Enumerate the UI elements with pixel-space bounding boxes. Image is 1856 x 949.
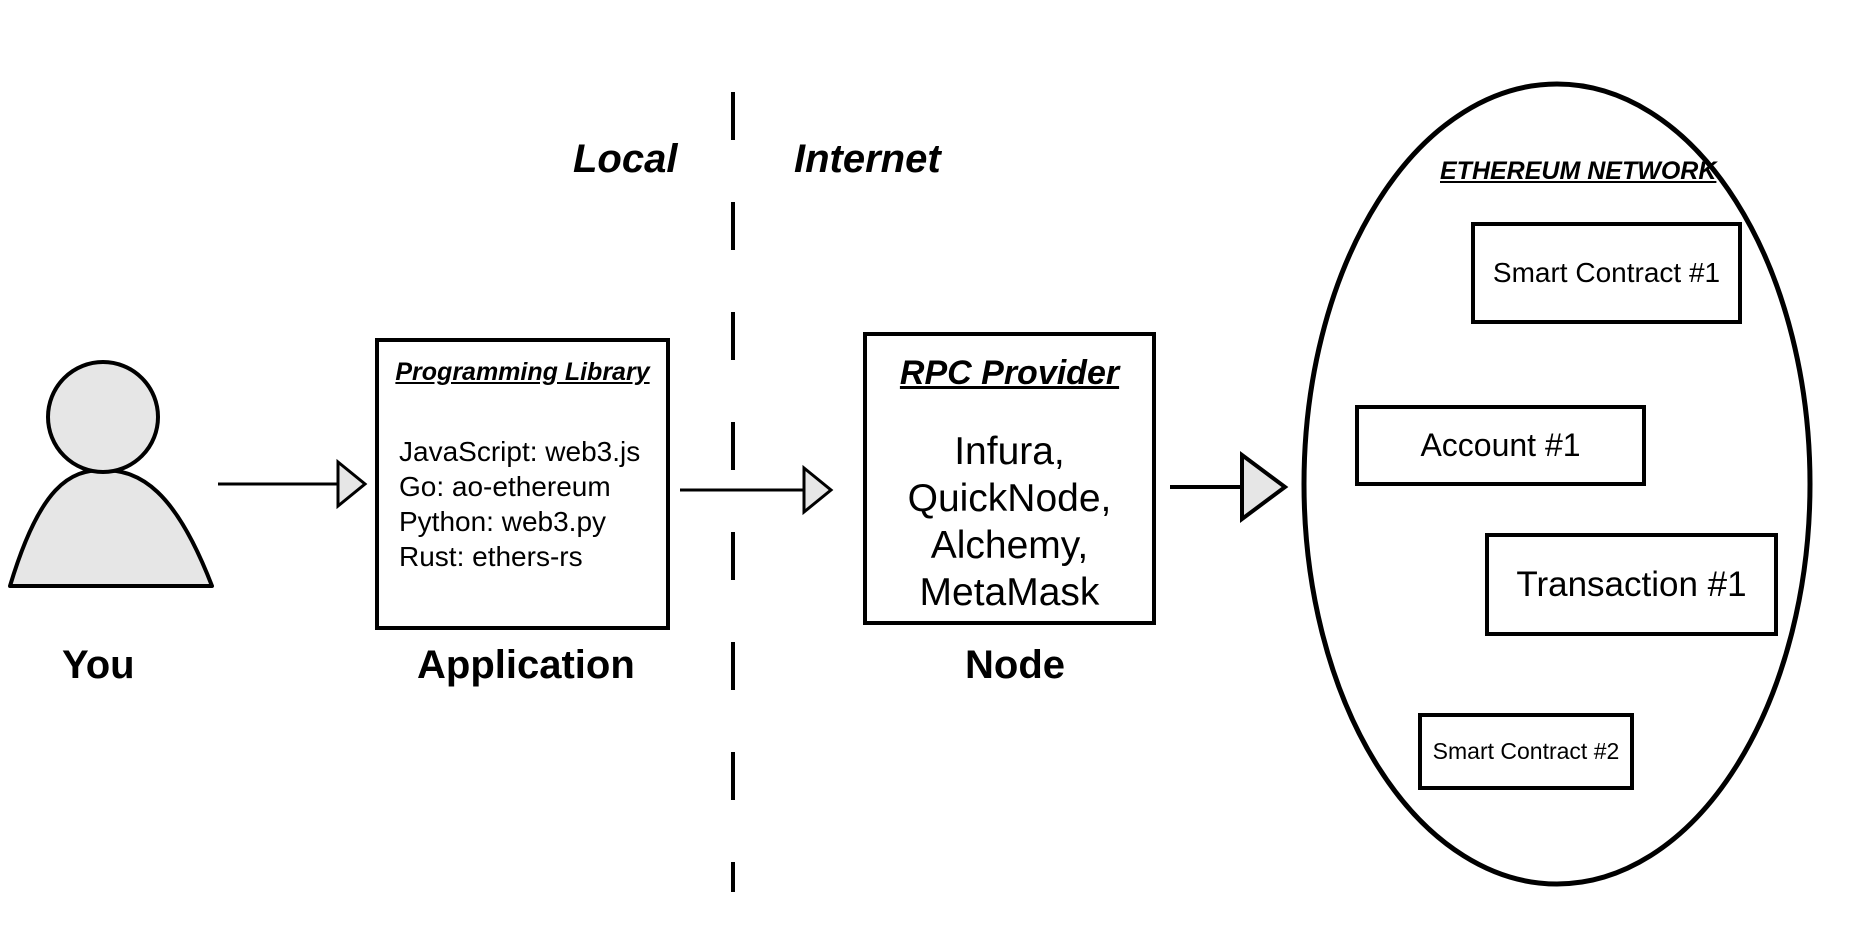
account-1-box: Account #1 — [1355, 405, 1646, 486]
rpc-provider-heading: RPC Provider — [899, 354, 1120, 392]
library-item: JavaScript: web3.js — [399, 436, 641, 467]
provider-list: Infura, QuickNode, Alchemy, MetaMask — [867, 428, 1152, 616]
provider-item: MetaMask — [919, 571, 1100, 614]
provider-item: Alchemy, — [930, 524, 1089, 567]
user-person-icon — [8, 360, 214, 588]
arrow-app-to-node — [680, 464, 834, 516]
node-label: Node — [965, 643, 1065, 687]
library-item: Go: ao-ethereum — [399, 471, 611, 502]
provider-item: QuickNode, — [907, 477, 1112, 520]
library-item: Python: web3.py — [399, 506, 607, 537]
arrow-user-to-app — [218, 458, 368, 510]
transaction-1-label: Transaction #1 — [1516, 564, 1747, 604]
application-box: Programming Library JavaScript: web3.js … — [375, 338, 670, 630]
library-item: Rust: ethers-rs — [399, 541, 583, 572]
transaction-1-box: Transaction #1 — [1485, 533, 1778, 636]
user-label: You — [62, 643, 135, 687]
programming-library-heading: Programming Library — [395, 358, 650, 386]
library-list: JavaScript: web3.js Go: ao-ethereum Pyth… — [399, 434, 640, 574]
application-label: Application — [417, 643, 635, 687]
zone-label-local: Local — [573, 137, 678, 181]
smart-contract-2-box: Smart Contract #2 — [1418, 713, 1634, 790]
zone-label-internet: Internet — [794, 137, 941, 181]
ethereum-network-heading: ETHEREUM NETWORK — [1440, 157, 1717, 185]
smart-contract-1-label: Smart Contract #1 — [1492, 257, 1721, 288]
smart-contract-1-box: Smart Contract #1 — [1471, 222, 1742, 324]
rpc-provider-box: RPC Provider Infura, QuickNode, Alchemy,… — [863, 332, 1156, 625]
smart-contract-2-label: Smart Contract #2 — [1432, 738, 1620, 764]
ethereum-network-ellipse — [1301, 81, 1813, 887]
provider-item: Infura, — [954, 430, 1065, 473]
arrow-node-to-network — [1170, 451, 1289, 523]
account-1-label: Account #1 — [1420, 427, 1581, 463]
